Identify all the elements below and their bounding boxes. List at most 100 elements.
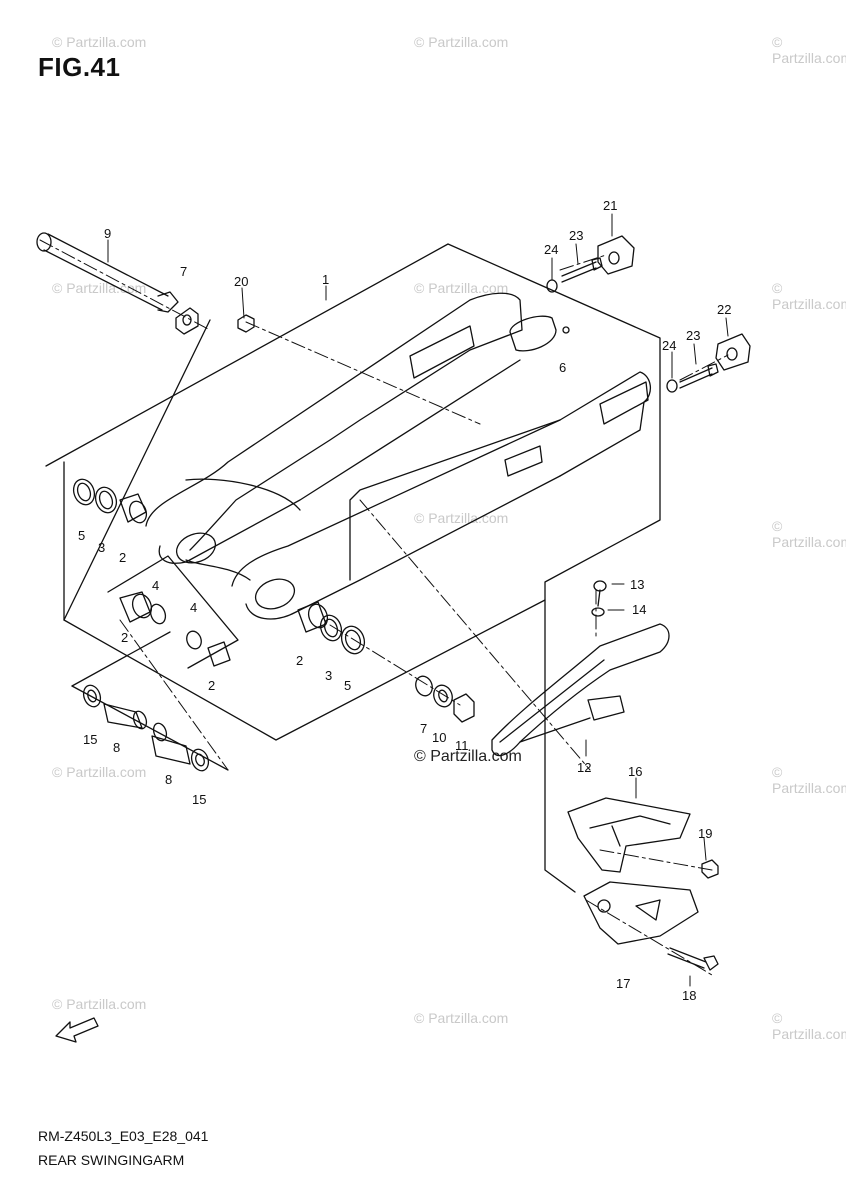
center-line <box>329 624 461 706</box>
callout-8: 8 <box>113 740 120 755</box>
center-line <box>559 254 607 271</box>
callout-8: 8 <box>165 772 172 787</box>
assembly-frame-outline <box>71 631 171 687</box>
watermark: © Partzilla.com <box>52 34 147 50</box>
bolt-19 <box>701 859 719 879</box>
bearing-2-right <box>297 601 329 633</box>
oil-seal-3-left <box>94 486 118 514</box>
callout-22: 22 <box>717 302 731 317</box>
washer-15-right <box>190 748 210 772</box>
washer-top <box>175 307 199 335</box>
callout-23: 23 <box>686 328 700 343</box>
watermark: © Partzilla.com <box>52 764 147 780</box>
watermark: © Partzilla.com <box>414 34 509 50</box>
collar-8-left <box>103 703 148 730</box>
callout-15: 15 <box>83 732 97 747</box>
adjuster-bolt-23-top <box>561 257 603 283</box>
watermark: © Partzilla.com <box>772 764 846 796</box>
callout-11: 11 <box>455 738 469 753</box>
callout-15: 15 <box>192 792 206 807</box>
chain-guide-plate-17 <box>583 881 699 945</box>
callout-10: 10 <box>432 730 446 745</box>
watermark: © Partzilla.com <box>772 518 846 550</box>
callout-3: 3 <box>98 540 105 555</box>
callout-14: 14 <box>632 602 646 617</box>
callout-6: 6 <box>559 360 566 375</box>
washer-15-left <box>82 684 102 708</box>
callout-2: 2 <box>296 653 303 668</box>
collar-8-right <box>151 722 191 765</box>
watermark: © Partzilla.com <box>414 280 509 296</box>
nut-11 <box>453 693 475 723</box>
washer-7 <box>415 675 433 697</box>
callout-13: 13 <box>630 577 644 592</box>
callout-7: 7 <box>420 721 427 736</box>
chain-adjuster-22 <box>715 333 751 371</box>
watermark: © Partzilla.com <box>772 280 846 312</box>
watermark: © Partzilla.com <box>414 1010 509 1026</box>
chain-adjuster-21 <box>597 235 635 275</box>
callout-4: 4 <box>152 578 159 593</box>
forward-arrow-icon <box>55 1017 99 1043</box>
callout-1: 1 <box>322 272 329 287</box>
callout-12: 12 <box>577 760 591 775</box>
bolt-18 <box>667 947 719 971</box>
watermark: © Partzilla.com <box>414 510 509 526</box>
callout-3: 3 <box>325 668 332 683</box>
watermark: © Partzilla.com <box>772 1010 846 1042</box>
assembly-frame-outline <box>63 461 546 741</box>
dust-seal-5-right <box>340 625 366 655</box>
spacer-4-mid <box>186 630 202 650</box>
bearing-2-left <box>119 493 148 524</box>
callout-7: 7 <box>180 264 187 279</box>
callout-19: 19 <box>698 826 712 841</box>
dust-seal-5-left <box>72 478 96 506</box>
callout-2: 2 <box>121 630 128 645</box>
callout-20: 20 <box>234 274 248 289</box>
assembly-frame-outline <box>107 555 239 669</box>
watermark-main: © Partzilla.com <box>414 748 522 765</box>
callout-24: 24 <box>662 338 676 353</box>
adjuster-bolt-23-bottom <box>679 363 719 389</box>
figure-code: RM-Z450L3_E03_E28_041 <box>38 1128 209 1144</box>
center-line <box>245 321 481 425</box>
center-line <box>39 239 211 331</box>
bolt-13 <box>593 580 607 607</box>
center-line <box>599 849 713 871</box>
center-line <box>679 354 729 381</box>
washer-24-bottom <box>666 379 678 393</box>
oil-seal-3-right <box>319 614 343 642</box>
center-line <box>359 499 591 771</box>
callout-9: 9 <box>104 226 111 241</box>
nut-20 <box>237 314 255 333</box>
chain-slider-12 <box>491 623 670 757</box>
callout-5: 5 <box>78 528 85 543</box>
callout-18: 18 <box>682 988 696 1003</box>
callout-17: 17 <box>616 976 630 991</box>
callout-24: 24 <box>544 242 558 257</box>
callout-21: 21 <box>603 198 617 213</box>
assembly-frame-outline <box>63 319 211 621</box>
figure-title: REAR SWINGINGARM <box>38 1152 185 1168</box>
assembly-frame-outline <box>71 685 229 771</box>
callout-2: 2 <box>208 678 215 693</box>
swingarm-pivot-shaft <box>36 232 179 313</box>
bearing-2-mid <box>207 641 231 667</box>
callout-4: 4 <box>190 600 197 615</box>
washer-10 <box>433 684 453 708</box>
callout-2: 2 <box>119 550 126 565</box>
callout-16: 16 <box>628 764 642 779</box>
chain-guide-16 <box>567 797 691 873</box>
assembly-frame-outline <box>45 243 661 893</box>
figure-label: FIG.41 <box>38 52 121 82</box>
watermark: © Partzilla.com <box>52 996 147 1012</box>
center-line <box>119 619 229 771</box>
watermark: © Partzilla.com <box>772 34 846 66</box>
swingarm-body <box>145 292 651 620</box>
callout-23: 23 <box>569 228 583 243</box>
washer-14 <box>591 607 605 617</box>
bearing-2-lower <box>119 591 153 623</box>
spacer-4-lower <box>149 603 167 625</box>
callout-5: 5 <box>344 678 351 693</box>
